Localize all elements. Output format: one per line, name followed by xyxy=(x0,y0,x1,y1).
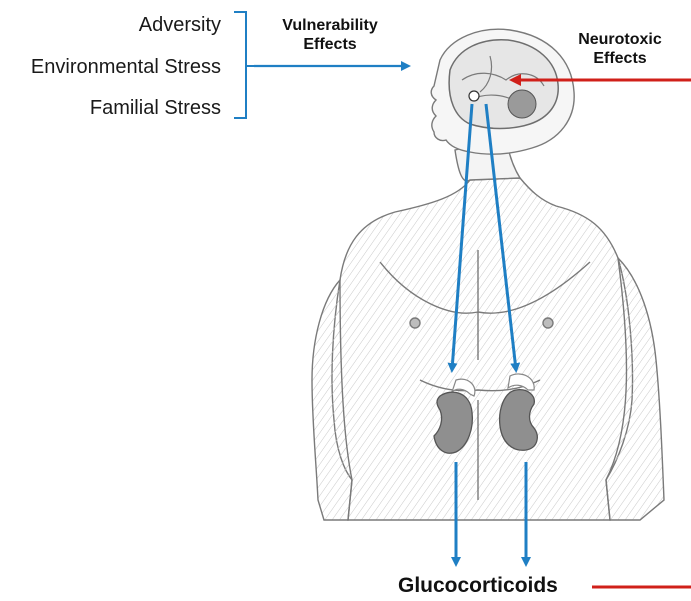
neurotoxic-line2: Effects xyxy=(560,49,680,68)
hypothalamus xyxy=(469,91,479,101)
cerebellum xyxy=(508,90,536,118)
stressor-bracket xyxy=(234,12,254,118)
stressor-familial: Familial Stress xyxy=(90,97,221,120)
vulnerability-effects-label: Vulnerability Effects xyxy=(262,16,398,54)
right-nipple xyxy=(543,318,553,328)
glucocorticoids-label: Glucocorticoids xyxy=(398,574,558,598)
vulnerability-line2: Effects xyxy=(262,35,398,54)
stressor-adversity: Adversity xyxy=(139,14,221,37)
vulnerability-line1: Vulnerability xyxy=(262,16,398,35)
stressor-environmental: Environmental Stress xyxy=(31,56,221,79)
torso-sketch xyxy=(332,178,632,520)
neurotoxic-effects-label: Neurotoxic Effects xyxy=(560,30,680,68)
brain-illustration xyxy=(449,40,558,129)
neurotoxic-line1: Neurotoxic xyxy=(560,30,680,49)
left-nipple xyxy=(410,318,420,328)
